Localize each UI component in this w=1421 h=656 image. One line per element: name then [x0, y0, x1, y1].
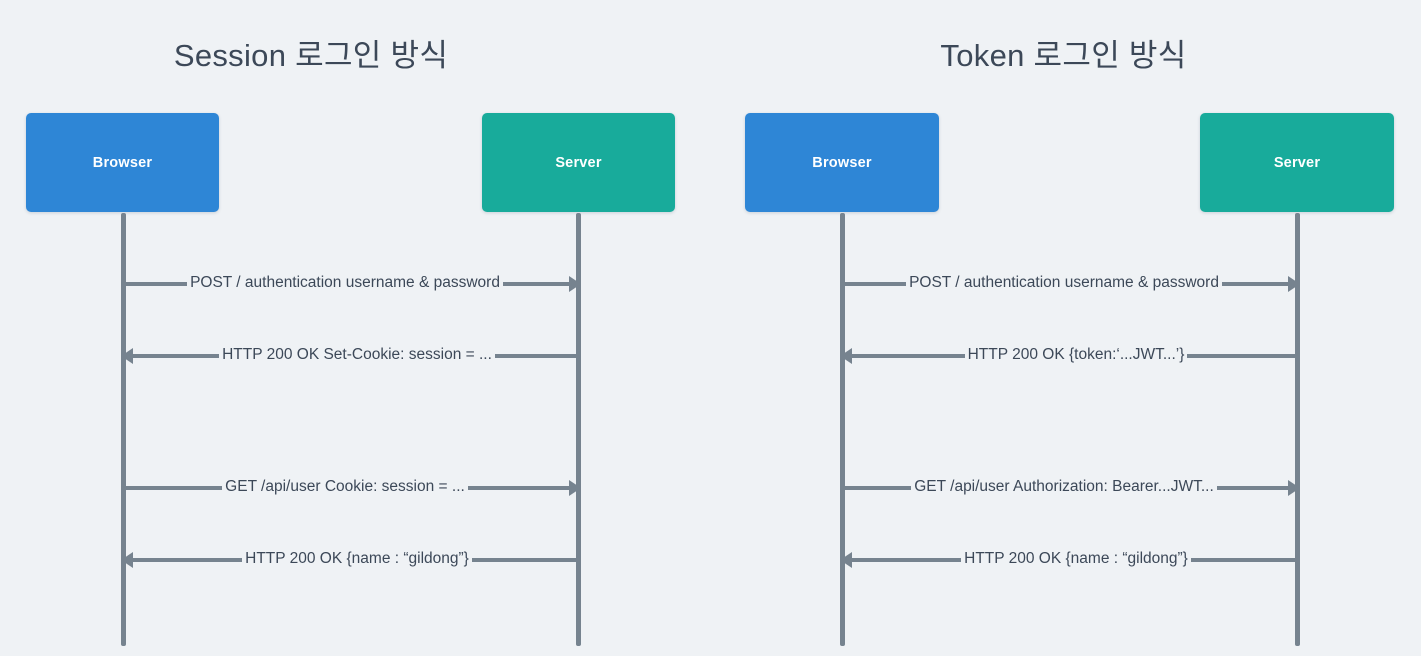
message-line [121, 282, 188, 286]
message-line [1221, 282, 1289, 286]
session-diagram-title: Session 로그인 방식 [173, 38, 449, 73]
message-line [502, 282, 570, 286]
message-line [840, 486, 912, 490]
message-line [852, 558, 962, 562]
message-line [121, 486, 223, 490]
session-message-3: GET /api/user Cookie: session = ... [121, 471, 581, 505]
token-message-2: HTTP 200 OK {token:‘...JWT...’} [840, 339, 1301, 373]
token-server-lifeline [1295, 213, 1300, 646]
message-line [1187, 354, 1301, 358]
session-server-actor-box: Server [482, 113, 675, 212]
session-browser-actor-box: Browser [26, 113, 219, 212]
session-message-1-label: POST / authentication username & passwor… [190, 274, 500, 292]
arrow-right-icon [1288, 276, 1301, 292]
token-server-actor-box: Server [1200, 113, 1394, 212]
session-message-2-label: HTTP 200 OK Set-Cookie: session = ... [222, 346, 492, 364]
token-browser-lifeline [840, 213, 845, 646]
token-diagram-title: Token 로그인 방식 [940, 38, 1187, 73]
message-line [467, 486, 569, 490]
token-message-4-label: HTTP 200 OK {name : “gildong”} [964, 550, 1188, 568]
session-browser-actor-label: Browser [92, 154, 153, 171]
message-line [133, 558, 243, 562]
token-message-3-label: GET /api/user Authorization: Bearer...JW… [914, 478, 1214, 496]
token-browser-actor-box: Browser [745, 113, 939, 212]
token-browser-actor-label: Browser [812, 154, 872, 171]
session-browser-lifeline [121, 213, 126, 646]
session-message-1: POST / authentication username & passwor… [121, 267, 582, 301]
token-message-3: GET /api/user Authorization: Bearer...JW… [840, 471, 1301, 505]
message-line [1216, 486, 1289, 490]
session-server-actor-label: Server [555, 154, 602, 171]
message-line [840, 282, 907, 286]
token-message-4: HTTP 200 OK {name : “gildong”} [840, 543, 1301, 577]
arrow-left-icon [121, 348, 133, 364]
arrow-left-icon [121, 552, 133, 568]
message-line [494, 354, 582, 358]
session-sequence-diagram: Session 로그인 방식 Browser Server POST / aut… [0, 0, 710, 656]
token-sequence-diagram: Token 로그인 방식 Browser Server POST / authe… [718, 0, 1421, 656]
token-message-2-label: HTTP 200 OK {token:‘...JWT...’} [967, 346, 1185, 364]
message-line [1190, 558, 1301, 562]
message-line [471, 558, 582, 562]
token-message-1-label: POST / authentication username & passwor… [909, 274, 1219, 292]
token-server-actor-label: Server [1273, 154, 1321, 171]
arrow-left-icon [840, 552, 852, 568]
token-message-1: POST / authentication username & passwor… [840, 267, 1301, 301]
arrow-right-icon [569, 276, 582, 292]
message-line [133, 354, 220, 358]
session-message-4-label: HTTP 200 OK {name : “gildong”} [245, 550, 469, 568]
arrow-left-icon [840, 348, 852, 364]
session-message-3-label: GET /api/user Cookie: session = ... [225, 478, 465, 496]
session-message-4: HTTP 200 OK {name : “gildong”} [121, 543, 582, 577]
message-line [852, 354, 965, 358]
session-server-lifeline [576, 213, 581, 646]
session-message-2: HTTP 200 OK Set-Cookie: session = ... [121, 339, 582, 373]
arrow-right-icon [1288, 480, 1301, 496]
arrow-right-icon [569, 480, 581, 496]
